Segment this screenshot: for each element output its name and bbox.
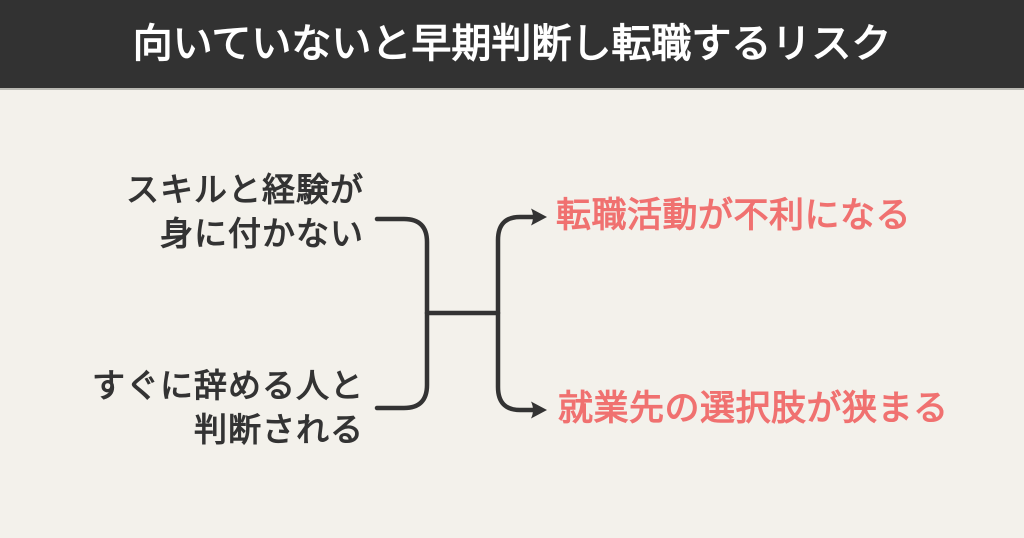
page-title: 向いていないと早期判断し転職するリスク [132, 22, 892, 66]
cause-skill-experience: スキルと経験が 身に付かない [126, 171, 364, 252]
effect-job-change-disadvantage: 転職活動が不利になる [556, 196, 912, 235]
effect-narrow-employment-options: 就業先の選択肢が狭まる [558, 389, 949, 428]
left-bracket-line [374, 216, 430, 411]
right-bracket-line [495, 214, 536, 413]
cause-judged-quitter: すぐに辞める人と 判断される [92, 367, 364, 448]
arrowhead-top-icon [531, 208, 547, 226]
arrowhead-bottom-icon [531, 401, 547, 419]
header-bar: 向いていないと早期判断し転職するリスク [0, 0, 1024, 90]
